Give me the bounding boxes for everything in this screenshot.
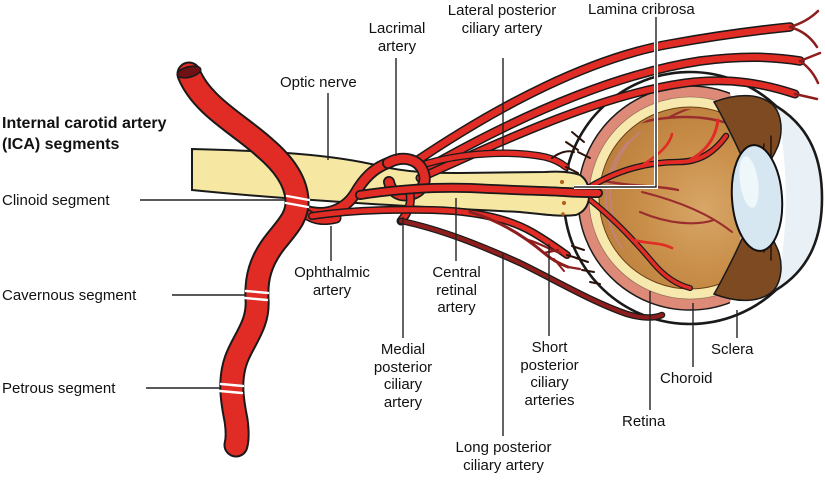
ica-cut-opening [176, 65, 202, 79]
eyeball [562, 70, 825, 326]
leader-lamina [574, 17, 657, 188]
lateral-posterior-ciliary-artery-vessel [422, 151, 579, 174]
segment-gap-marks [218, 194, 311, 395]
label-ophthalmic-artery: Ophthalmic artery [294, 264, 370, 299]
label-retina: Retina [622, 413, 666, 430]
label-petrous-segment: Petrous segment [2, 380, 116, 397]
label-lacrimal-artery: Lacrimal artery [368, 20, 426, 55]
anterior-chamber [776, 106, 822, 290]
label-optic-nerve: Optic nerve [280, 74, 357, 91]
central-retinal-branches [582, 118, 726, 288]
medial-posterior-ciliary-artery-vessel [312, 210, 581, 260]
short-posterior-ciliary-arteries-vessels [468, 210, 582, 272]
lens-highlight [739, 156, 759, 208]
scleral-twigs [565, 131, 601, 285]
label-medial-posterior-ciliary-artery: Medial posterior ciliary artery [373, 341, 433, 412]
heading-line2: (ICA) segments [2, 135, 120, 153]
supraorbital-arcs [418, 9, 822, 178]
lamina-cribrosa-dots [559, 179, 567, 216]
label-choroid: Choroid [660, 370, 713, 387]
heading-line1: Internal carotid artery [2, 115, 167, 132]
label-cavernous-segment: Cavernous segment [2, 287, 137, 304]
leader-lines [140, 17, 738, 436]
label-lamina-cribrosa: Lamina cribrosa [588, 1, 695, 18]
lens [730, 144, 784, 252]
cornea-outline [775, 104, 824, 292]
label-central-retinal-artery: Central retinal artery [432, 264, 481, 317]
label-long-posterior-ciliary-artery: Long posterior ciliary artery [455, 439, 552, 474]
label-lateral-posterior-ciliary-artery: Lateral posterior ciliary artery [447, 2, 557, 37]
orbital-arteries [303, 9, 822, 318]
label-sclera: Sclera [711, 341, 754, 358]
heading-ica-segments: Internal carotid artery (ICA) segments [2, 114, 167, 156]
label-clinoid-segment: Clinoid segment [2, 192, 110, 209]
label-short-posterior-ciliary-arteries: Short posterior ciliary arteries [520, 339, 579, 410]
internal-carotid-artery [176, 64, 311, 445]
